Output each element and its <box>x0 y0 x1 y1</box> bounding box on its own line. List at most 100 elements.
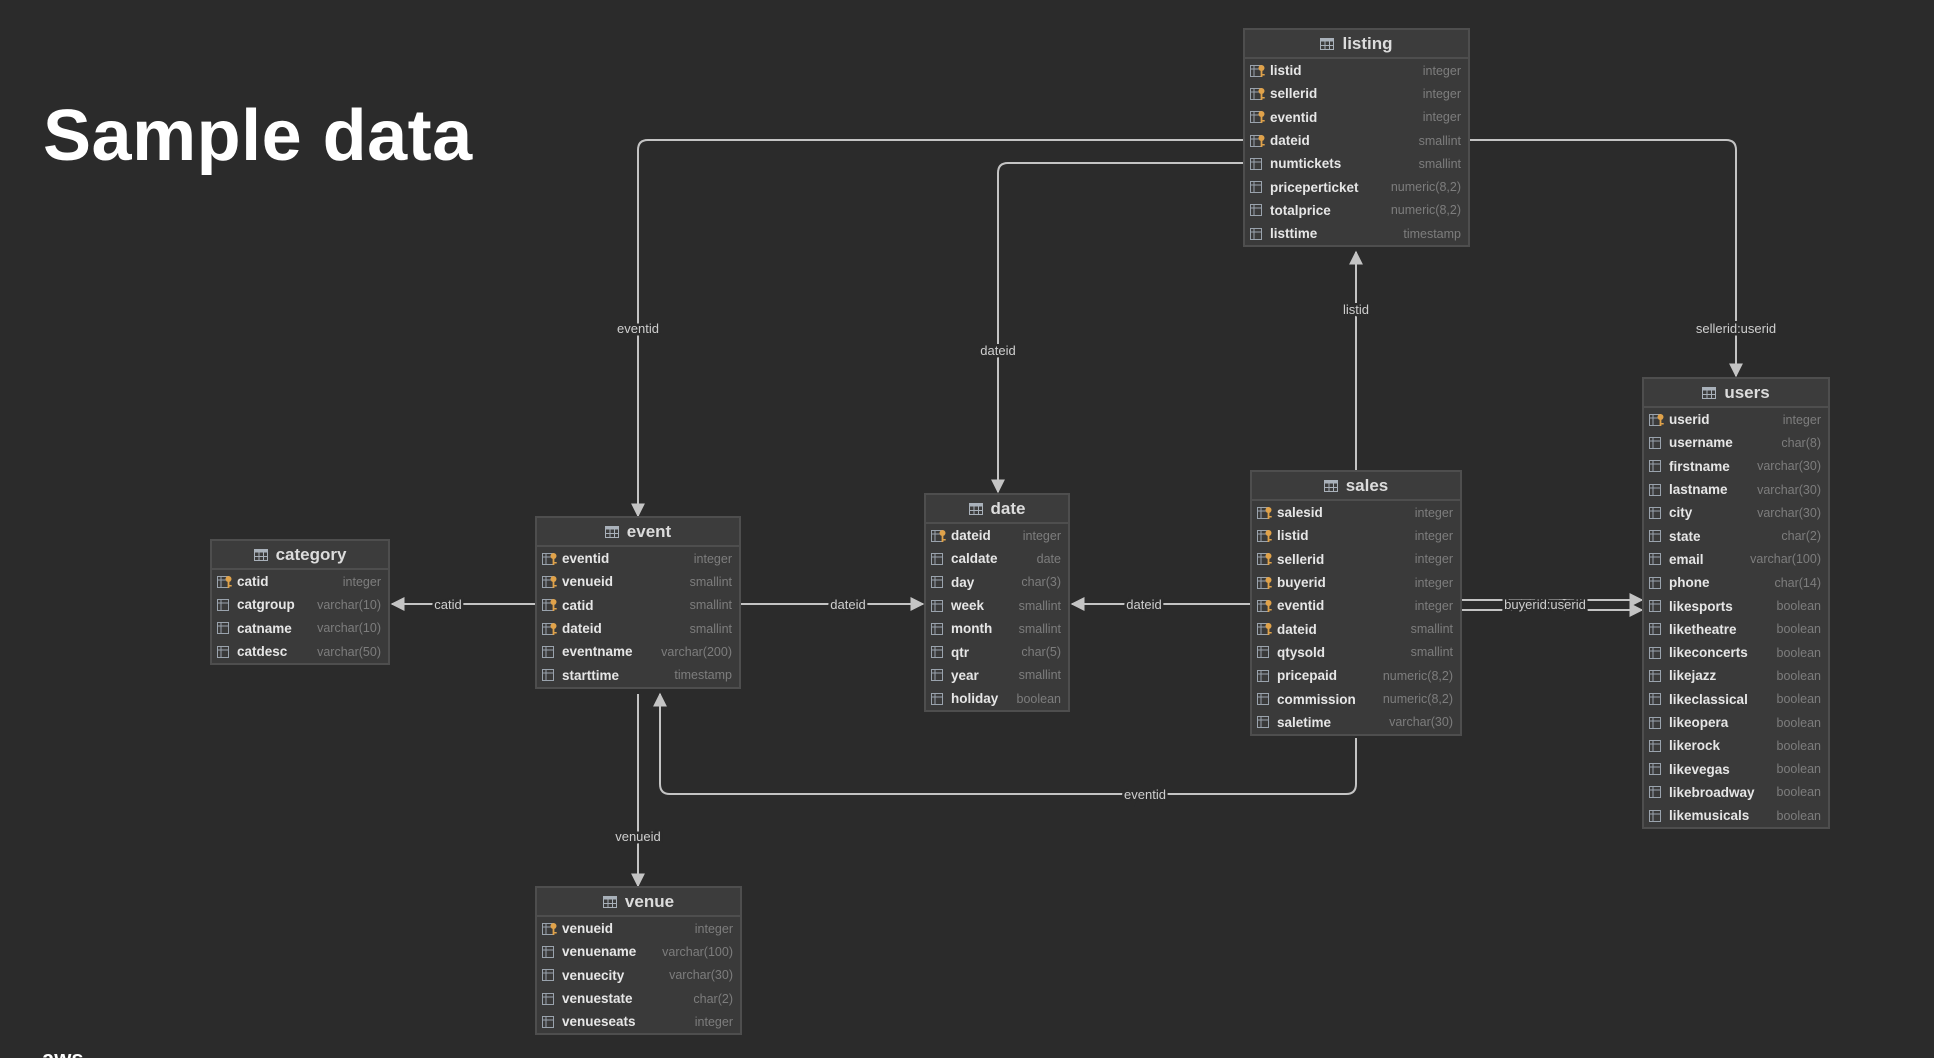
column-type: char(14) <box>1774 575 1821 590</box>
column-icon <box>1250 157 1270 171</box>
slide-title: Sample data <box>43 96 473 176</box>
column-name: catdesc <box>237 644 288 660</box>
table-icon <box>1702 386 1717 399</box>
table-header-category[interactable]: category <box>212 541 388 570</box>
column-name: username <box>1669 435 1733 451</box>
column-icon <box>1649 576 1669 590</box>
table-header-sales[interactable]: sales <box>1252 472 1460 501</box>
column-type: boolean <box>1776 599 1822 614</box>
column-name: caldate <box>951 551 998 567</box>
rel-sales-event-label: eventid <box>1124 787 1166 802</box>
column-name: liketheatre <box>1669 621 1737 637</box>
table-header-date[interactable]: date <box>926 495 1068 524</box>
column-name: eventid <box>1277 598 1325 614</box>
column-name: likemusicals <box>1669 808 1750 824</box>
column-name: likejazz <box>1669 668 1717 684</box>
column-icon <box>1250 180 1270 194</box>
key-column-icon <box>1250 64 1270 78</box>
table-header-event[interactable]: event <box>537 518 739 547</box>
table-header-listing[interactable]: listing <box>1245 30 1468 59</box>
column-name: email <box>1669 551 1704 567</box>
column-name: pricepaid <box>1277 668 1338 684</box>
column-name: userid <box>1669 412 1710 428</box>
column-row[interactable]: username char(8) <box>1644 431 1828 454</box>
column-type: char(8) <box>1781 435 1821 450</box>
column-name: venuecity <box>562 967 625 983</box>
column-type: integer <box>342 574 381 589</box>
column-type: integer <box>694 1014 733 1029</box>
column-icon <box>1649 809 1669 823</box>
column-name: likebroadway <box>1669 784 1755 800</box>
column-name: priceperticket <box>1270 179 1359 195</box>
table-header-venue[interactable]: venue <box>537 888 740 917</box>
table-header-users[interactable]: users <box>1644 379 1828 408</box>
column-name: state <box>1669 528 1701 544</box>
